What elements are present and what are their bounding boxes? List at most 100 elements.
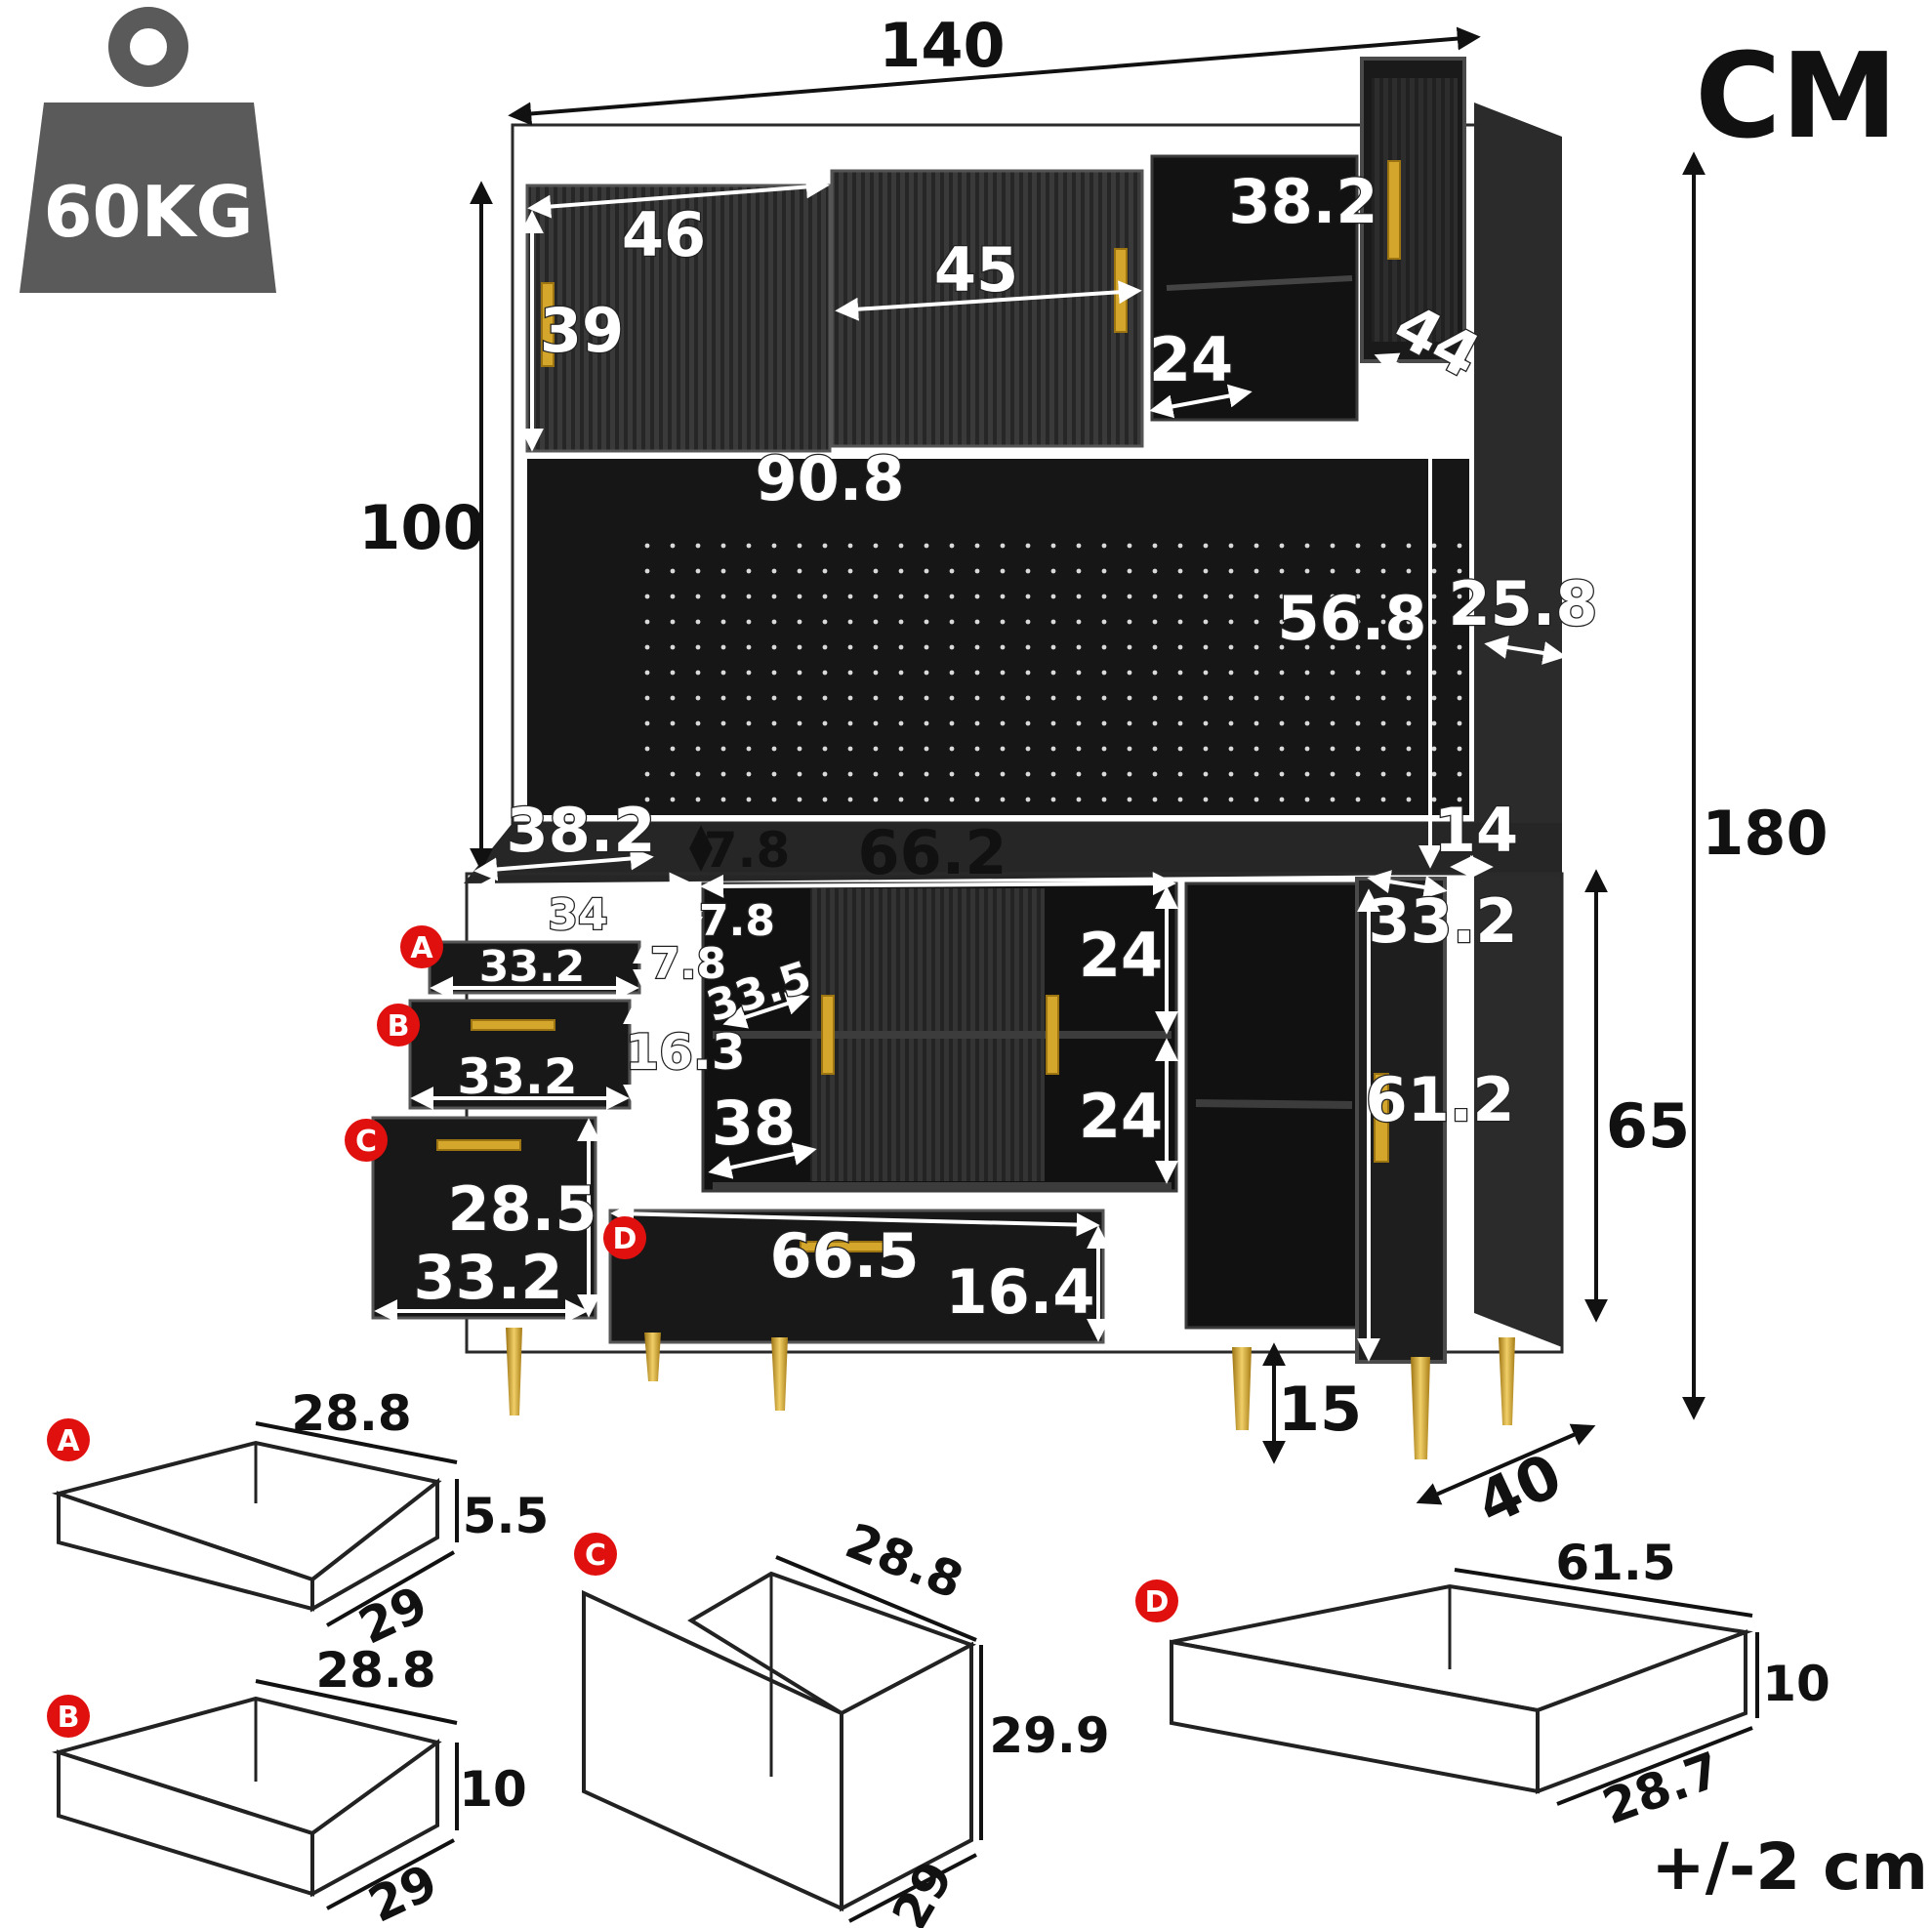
glass-door-left [525, 184, 832, 453]
drawer-c-height-detail: 29.9 [989, 1707, 1109, 1764]
drawer-a-badge: A [400, 925, 443, 968]
top-compartment-shelf [1166, 275, 1353, 291]
drawer-d-detail: D 61.5 10 28.7 [1135, 1535, 1830, 1835]
counter-depth-label: 14 [1434, 795, 1518, 866]
middle-width-arrow [700, 872, 1176, 898]
side-door-depth-arrow [1374, 352, 1474, 399]
open-depth-arrow [1484, 636, 1567, 665]
shelf-depth-arrow [722, 992, 810, 1029]
drawer-b-width-detail: 28.8 [315, 1642, 435, 1699]
inner-width-label: 90.8 [756, 443, 905, 514]
compartment-width-label: 38.2 [1229, 166, 1378, 237]
right-shelf [1195, 1099, 1353, 1109]
left-width-label: 38.2 [507, 795, 656, 866]
door-width-middle-arrow [835, 280, 1142, 321]
drawer-d-width-arrow [610, 1202, 1100, 1237]
drawer-b-detail-badge [47, 1695, 90, 1738]
width-arrow [508, 26, 1481, 126]
right-height-label: 61.2 [1366, 1064, 1515, 1135]
svg-text:B: B [388, 1009, 410, 1044]
drawer-b-width-label: 33.2 [457, 1048, 577, 1105]
door-height-label: 39 [540, 295, 624, 366]
drawer-b-detail: B 28.8 10 29 [47, 1642, 527, 1928]
open-depth-label: 25.8 [1449, 568, 1598, 639]
drawer-c-badge: C [345, 1119, 388, 1162]
drawer-d-handle[interactable] [800, 1241, 884, 1252]
door-width-middle-label: 45 [934, 234, 1018, 306]
slot-width-label: 34 [548, 890, 607, 940]
drawer-d-badge: D [603, 1216, 646, 1259]
middle-depth-arrow [708, 1142, 817, 1179]
leg [1499, 1337, 1515, 1425]
drawer-a-height-label: 7.8 [650, 939, 726, 989]
cabinet-side-panel [1474, 103, 1562, 1347]
drawer-d-width-label: 66.5 [770, 1220, 920, 1292]
svg-text:C: C [355, 1125, 377, 1159]
drawer-a-height-detail: 5.5 [463, 1488, 550, 1544]
drawer-c-height-label: 28.5 [448, 1173, 597, 1245]
leg [1232, 1347, 1252, 1430]
slot-width-arrow [472, 872, 693, 900]
drawer-d-height-label: 16.4 [946, 1256, 1095, 1328]
shelf-height-lower-label: 24 [1079, 1081, 1163, 1152]
drawer-a-detail: A 28.8 5.5 29 [47, 1385, 549, 1656]
drawer-d-width-detail: 61.5 [1555, 1535, 1675, 1591]
depth-label: 40 [1465, 1439, 1572, 1539]
cabinet [371, 57, 1564, 1459]
compartment-height-arrow [1149, 384, 1253, 419]
middle-handle-right[interactable] [1046, 995, 1059, 1075]
leg [644, 1333, 661, 1381]
middle-width-label: 66.2 [858, 817, 1007, 888]
leg-height-label: 15 [1278, 1374, 1362, 1445]
base-height-label: 65 [1606, 1090, 1690, 1162]
drawer-c-detail: C 28.8 29.9 29 [574, 1512, 1110, 1928]
depth-arrow [1416, 1423, 1596, 1505]
slot-height-label: 7.8 [699, 896, 775, 946]
middle-handle-left[interactable] [821, 995, 835, 1075]
shelf-height-upper-label: 24 [1079, 920, 1163, 991]
drawer-b-detail-badge-text: B [58, 1701, 80, 1735]
drawer-b-height-label: 16.3 [625, 1024, 745, 1081]
drawer-a-width-detail: 28.8 [291, 1385, 411, 1442]
drawer-c-detail-badge-text: C [585, 1538, 606, 1573]
svg-text:A: A [410, 931, 433, 965]
open-height-label: 56.8 [1278, 583, 1427, 654]
top-gap-label: 7.8 [704, 822, 791, 879]
drawer-a-detail-badge [47, 1418, 90, 1461]
drawer-c-width-label: 33.2 [414, 1242, 563, 1313]
left-width-arrow [473, 846, 654, 882]
door-width-left-arrow [527, 175, 830, 219]
leg [506, 1328, 522, 1415]
drawer-b-depth-detail: 29 [360, 1854, 446, 1928]
overall-height-label: 180 [1702, 798, 1828, 869]
leg [1411, 1357, 1430, 1459]
drawer-b-handle[interactable] [471, 1019, 555, 1031]
tolerance-label: +/-2 cm [1651, 1829, 1928, 1905]
leg [771, 1337, 788, 1411]
countertop [464, 823, 1562, 883]
drawer-b-height-detail: 10 [459, 1761, 527, 1818]
drawer-b-badge: B [377, 1004, 420, 1046]
drawer-d-detail-badge [1135, 1579, 1178, 1622]
pegboard [642, 532, 1467, 810]
drawer-a-detail-badge-text: A [57, 1424, 80, 1458]
drawer-c-handle[interactable] [436, 1139, 521, 1151]
drawer-d-height-detail: 10 [1762, 1656, 1830, 1712]
middle-depth-label: 38 [712, 1087, 796, 1159]
overall-width-label: 140 [879, 10, 1005, 81]
right-width-arrow [1367, 870, 1448, 899]
door-width-left-label: 46 [622, 199, 706, 270]
svg-text:D: D [613, 1222, 637, 1256]
drawer-c-width-detail: 28.8 [838, 1512, 970, 1610]
unit-label: CM [1695, 29, 1897, 165]
weight-icon: 60KG [20, 7, 276, 293]
drawer-c-detail-badge [574, 1533, 617, 1576]
weight-capacity-label: 60KG [43, 171, 253, 253]
drawer-d-detail-badge-text: D [1145, 1585, 1170, 1620]
drawer-a-width-label: 33.2 [479, 942, 586, 992]
compartment-height-label: 24 [1149, 324, 1233, 395]
right-width-label: 33.2 [1369, 885, 1518, 957]
side-door-handle[interactable] [1387, 160, 1401, 260]
